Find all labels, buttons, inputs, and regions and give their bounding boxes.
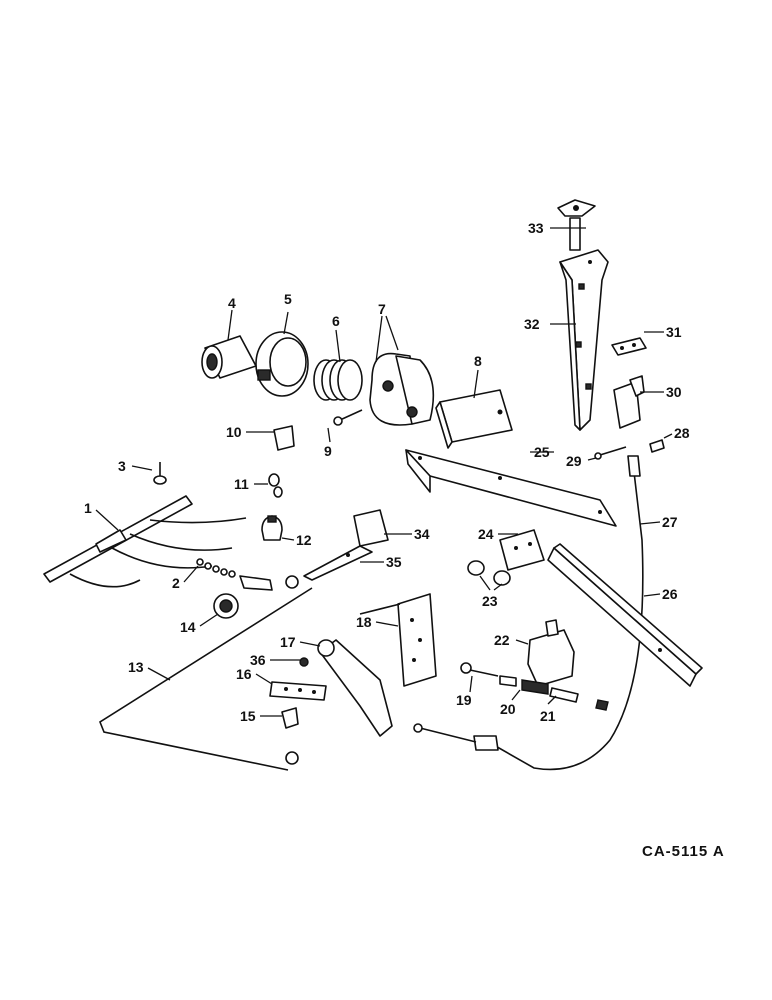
part-35-tapered-plate: [303, 545, 373, 581]
callout-3: 3: [118, 458, 126, 474]
drawing-code: CA-5115 A: [642, 843, 725, 860]
callout-1: 1: [84, 500, 92, 516]
part-10-small-bracket: [273, 425, 295, 451]
callout-20: 20: [500, 701, 516, 717]
part-7-split-collar: [369, 352, 435, 426]
part-19-eye-rod: [460, 662, 499, 677]
part-23-bushings: [467, 560, 511, 586]
part-3-eye-bolt: [153, 462, 167, 485]
callout-23: 23: [482, 593, 498, 609]
callout-24: 24: [478, 526, 494, 542]
part-9-bolt: [333, 409, 363, 426]
part-17-arm: [317, 639, 393, 737]
callout-9: 9: [324, 443, 332, 459]
part-16-bar: [269, 681, 327, 701]
callout-14: 14: [180, 619, 196, 635]
callout-29: 29: [566, 453, 582, 469]
callout-28: 28: [674, 425, 690, 441]
part-27-cable: [413, 455, 644, 771]
part-30-clip-bracket: [613, 375, 645, 429]
callout-17: 17: [280, 634, 296, 650]
callout-8: 8: [474, 353, 482, 369]
callout-10: 10: [226, 424, 242, 440]
part-33-knob: [557, 199, 596, 251]
part-1-tine-shaft: [43, 495, 247, 588]
part-36-screw: [299, 657, 309, 667]
callout-30: 30: [666, 384, 682, 400]
part-2-chain: [196, 558, 236, 578]
part-13-rod: [99, 575, 313, 771]
leader-lines: [95, 227, 673, 717]
part-8-channel: [435, 389, 513, 449]
callout-21: 21: [540, 708, 556, 724]
callout-4: 4: [228, 295, 236, 311]
part-12-clamp: [261, 515, 283, 541]
callout-27: 27: [662, 514, 678, 530]
part-34-angle-plate: [353, 509, 389, 547]
part-11-link: [268, 473, 283, 498]
part-18-plate: [359, 593, 437, 687]
part-25-long-angle: [405, 449, 617, 527]
part-31-plate: [611, 337, 647, 356]
part-5-hub: [255, 331, 309, 397]
callout-16: 16: [236, 666, 252, 682]
callout-15: 15: [240, 708, 256, 724]
callout-18: 18: [356, 614, 372, 630]
part-29-pin: [594, 446, 627, 460]
callout-31: 31: [666, 324, 682, 340]
part-32-tapered-bracket: [559, 249, 609, 431]
part-14-bushing: [213, 593, 239, 619]
callout-labels: 33 32 31 30 28 29 4 5 6 7 8 9 10 11 12 3…: [84, 220, 725, 860]
callout-19: 19: [456, 692, 472, 708]
part-4-sleeve: [201, 335, 257, 379]
part-24-bracket: [499, 529, 545, 571]
callout-32: 32: [524, 316, 540, 332]
part-21-pin: [549, 687, 609, 711]
callout-35: 35: [386, 554, 402, 570]
callout-5: 5: [284, 291, 292, 307]
part-22-block: [527, 619, 575, 687]
callout-12: 12: [296, 532, 312, 548]
callout-33: 33: [528, 220, 544, 236]
part-6-spring: [313, 359, 363, 401]
callout-11: 11: [234, 476, 249, 492]
part-15-clip: [281, 707, 299, 729]
callout-2: 2: [172, 575, 180, 591]
callout-6: 6: [332, 313, 340, 329]
part-20-spring: [499, 675, 549, 695]
callout-22: 22: [494, 632, 510, 648]
callout-7: 7: [378, 301, 386, 317]
callout-36: 36: [250, 652, 266, 668]
part-28-small-clip: [649, 439, 665, 453]
callout-34: 34: [414, 526, 430, 542]
callout-13: 13: [128, 659, 144, 675]
callout-25: 25: [534, 444, 550, 460]
callout-26: 26: [662, 586, 678, 602]
part-26-long-bar: [547, 543, 703, 687]
